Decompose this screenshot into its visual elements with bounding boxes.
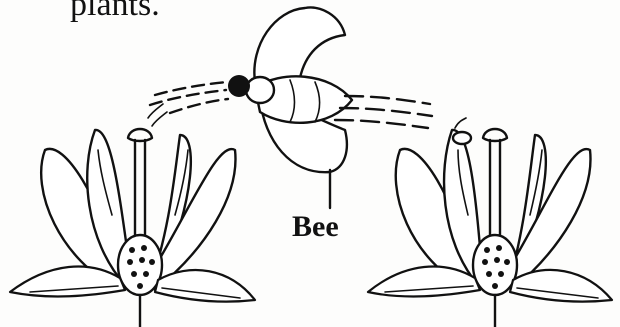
bee-head [246, 77, 274, 103]
left-flower-style [135, 140, 145, 250]
right-flower-style [490, 140, 500, 250]
bee-label: Bee [292, 210, 339, 244]
right-flower-pollen-blob [453, 132, 471, 144]
pollen-ball [228, 75, 250, 97]
flight-path-line [340, 108, 432, 116]
left-flower-stigma [128, 129, 152, 141]
flight-path-line [335, 120, 428, 128]
flight-path-line [155, 82, 228, 95]
right-flower-pollen-mark [455, 118, 466, 128]
bee-wing-upper [254, 7, 345, 82]
right-flower [368, 118, 612, 327]
right-flower-stigma [483, 129, 507, 141]
right-flower-sepal [510, 270, 612, 302]
left-flower-sepal [10, 266, 125, 296]
bee [228, 7, 352, 208]
flight-path-line [345, 96, 430, 104]
left-flower [10, 104, 255, 327]
flight-path-line [170, 99, 228, 113]
left-flower-pollen-mark [152, 112, 167, 126]
left-flower-sepal [155, 270, 255, 302]
